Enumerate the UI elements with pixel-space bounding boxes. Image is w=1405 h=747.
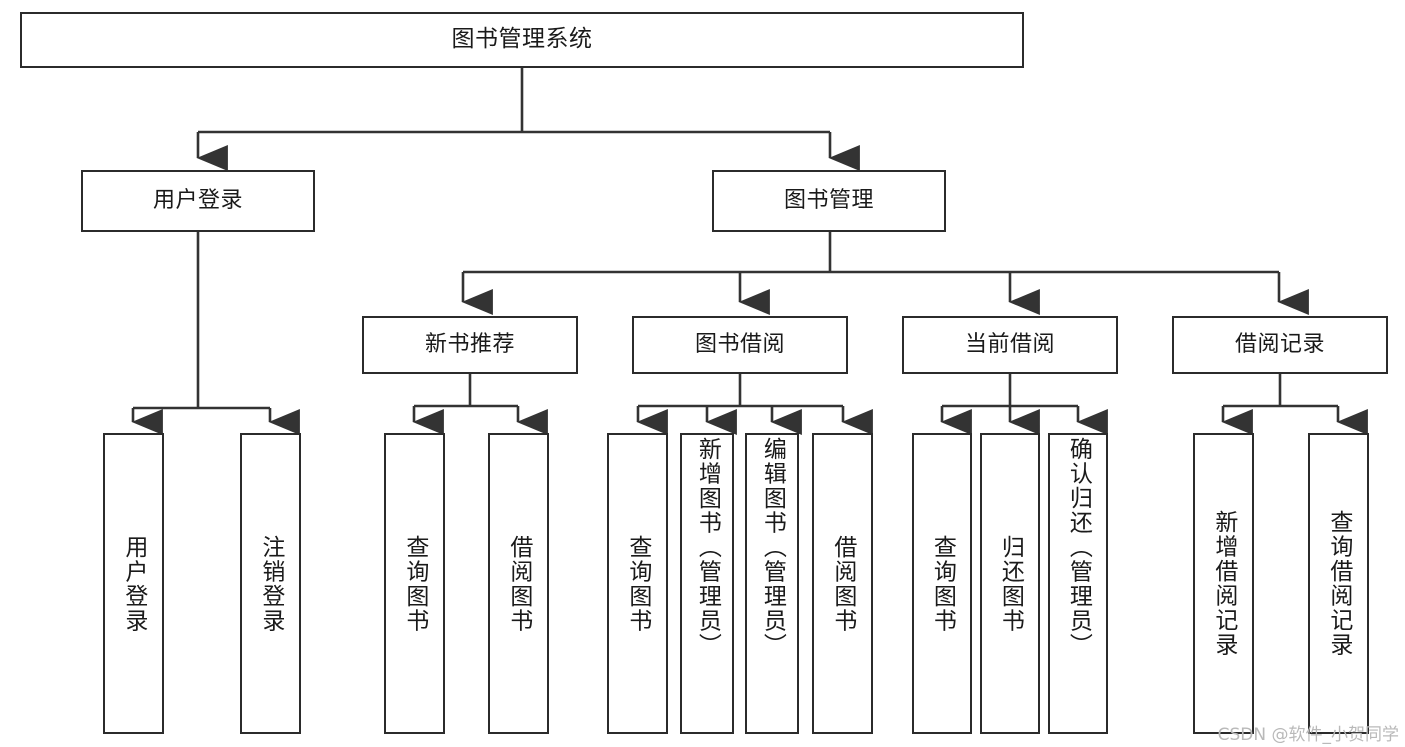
node-leaf-query-book-1[interactable]: 查询图书 — [384, 433, 445, 734]
node-label: 新增图书（管理员） — [694, 437, 721, 658]
node-leaf-return-book[interactable]: 归还图书 — [980, 433, 1040, 734]
node-book-management[interactable]: 图书管理 — [712, 170, 946, 232]
node-label: 借阅图书 — [505, 534, 532, 633]
node-label: 查询图书 — [929, 534, 956, 633]
node-leaf-query-record[interactable]: 查询借阅记录 — [1308, 433, 1369, 734]
node-label: 查询图书 — [624, 534, 651, 633]
node-label: 用户登录 — [152, 187, 243, 213]
node-label: 图书借阅 — [694, 331, 785, 357]
node-label: 查询借阅记录 — [1325, 510, 1352, 657]
node-leaf-edit-book[interactable]: 编辑图书（管理员） — [745, 433, 799, 734]
node-label: 图书管理 — [783, 187, 874, 213]
node-leaf-borrow-book-2[interactable]: 借阅图书 — [812, 433, 873, 734]
node-leaf-user-login[interactable]: 用户登录 — [103, 433, 164, 734]
node-label: 图书管理系统 — [451, 26, 593, 53]
node-book-management-system[interactable]: 图书管理系统 — [20, 12, 1024, 68]
node-label: 新书推荐 — [424, 331, 515, 357]
node-leaf-confirm-return[interactable]: 确认归还（管理员） — [1048, 433, 1108, 734]
node-leaf-add-book[interactable]: 新增图书（管理员） — [680, 433, 734, 734]
node-current-borrow[interactable]: 当前借阅 — [902, 316, 1118, 374]
node-label: 用户登录 — [120, 534, 147, 633]
node-new-book-recommend[interactable]: 新书推荐 — [362, 316, 578, 374]
node-leaf-query-book-3[interactable]: 查询图书 — [912, 433, 972, 734]
node-leaf-borrow-book-1[interactable]: 借阅图书 — [488, 433, 549, 734]
node-book-borrow[interactable]: 图书借阅 — [632, 316, 848, 374]
csdn-watermark: CSDN @软件_小贺同学 — [1217, 725, 1399, 745]
node-label: 注销登录 — [257, 534, 284, 633]
node-label: 归还图书 — [997, 534, 1024, 633]
node-label: 借阅图书 — [829, 534, 856, 633]
node-borrow-record[interactable]: 借阅记录 — [1172, 316, 1388, 374]
node-label: 新增借阅记录 — [1210, 510, 1237, 657]
node-leaf-query-book-2[interactable]: 查询图书 — [607, 433, 668, 734]
node-leaf-add-record[interactable]: 新增借阅记录 — [1193, 433, 1254, 734]
node-label: 查询图书 — [401, 534, 428, 633]
node-label: 当前借阅 — [964, 331, 1055, 357]
node-label: 借阅记录 — [1234, 331, 1325, 357]
node-label: 编辑图书（管理员） — [759, 437, 786, 658]
node-label: 确认归还（管理员） — [1065, 437, 1092, 658]
node-leaf-logout-login[interactable]: 注销登录 — [240, 433, 301, 734]
node-user-login[interactable]: 用户登录 — [81, 170, 315, 232]
